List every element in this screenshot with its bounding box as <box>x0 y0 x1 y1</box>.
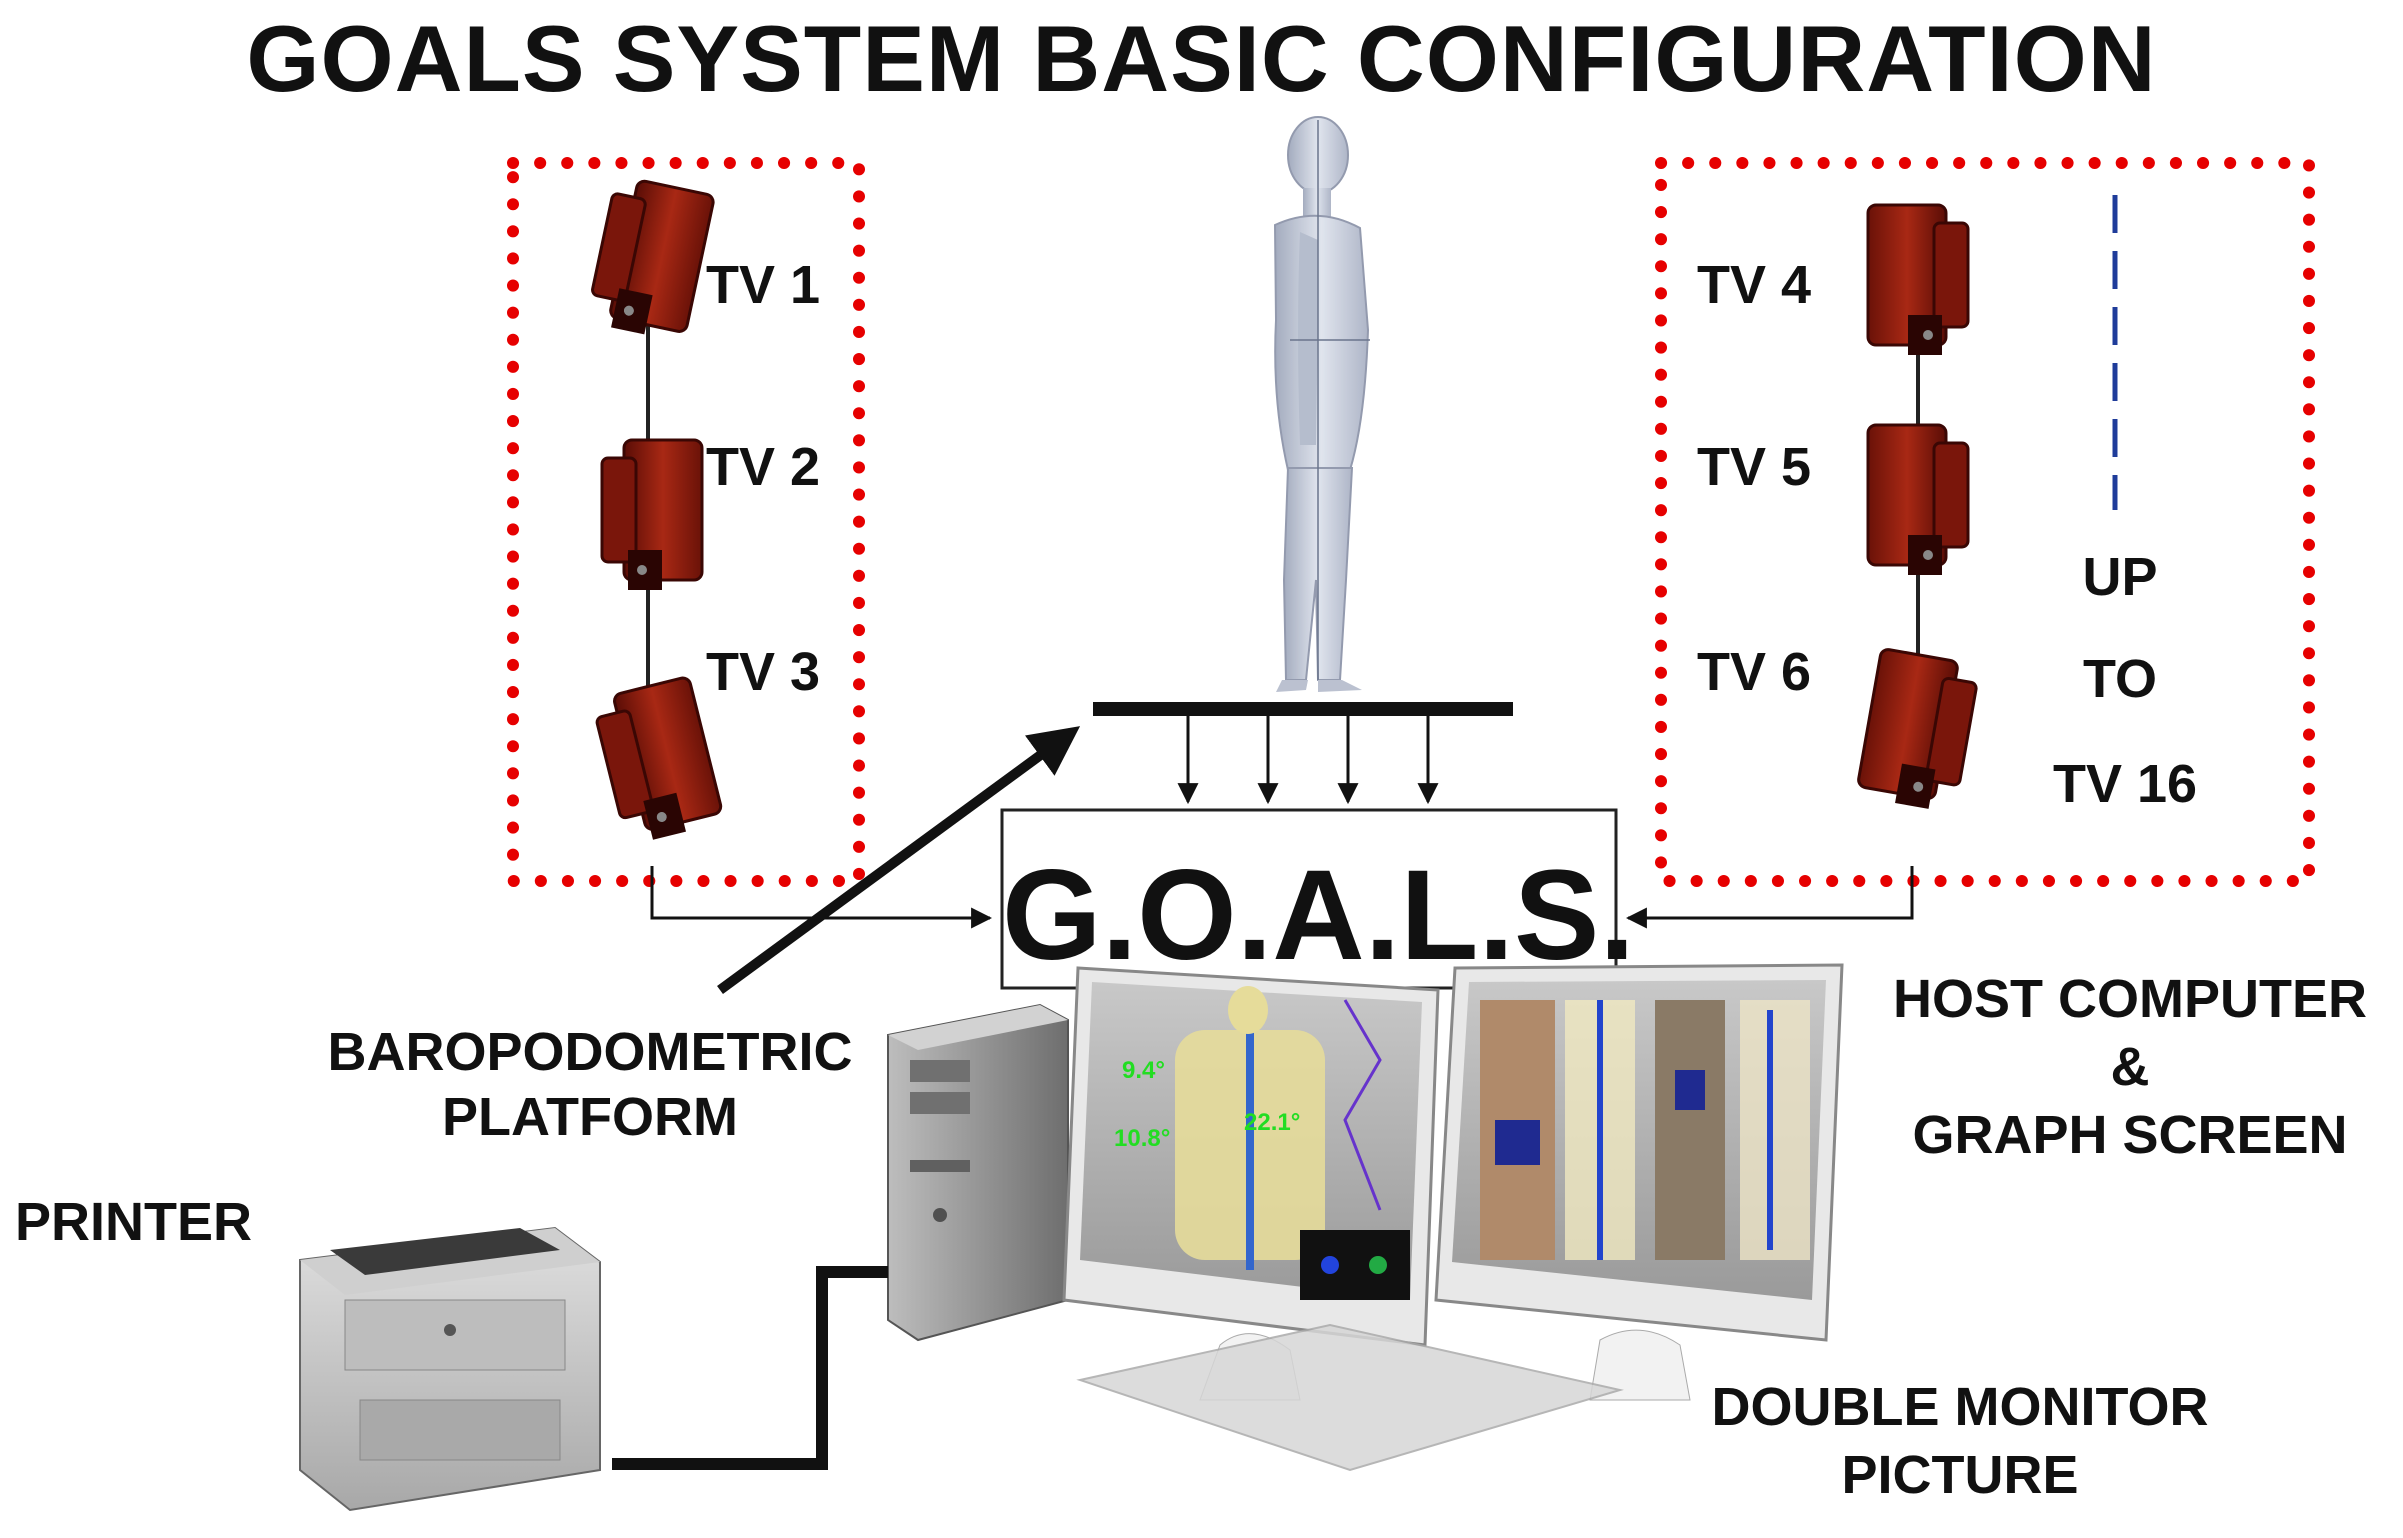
diagram-title: GOALS SYSTEM BASIC CONFIGURATION <box>246 6 2157 111</box>
host-label-line2: & <box>2110 1037 2150 1097</box>
camera-label-tv1: TV 1 <box>706 255 821 315</box>
goals-label: G.O.A.L.S. <box>1002 844 1635 987</box>
expansion-note-up: UP <box>2082 547 2158 607</box>
left-cameras-connection <box>650 866 993 929</box>
screen-value-2: 22.1° <box>1244 1109 1300 1136</box>
camera-label-tv3: TV 3 <box>706 642 821 702</box>
host-label-line1: HOST COMPUTER <box>1892 969 2367 1029</box>
human-figure-icon <box>1273 116 1370 692</box>
camera-label-tv4: TV 4 <box>1697 255 1812 315</box>
printer-icon <box>299 1226 601 1512</box>
right-group-dotted-border <box>1655 157 2315 887</box>
right-cameras-connection <box>1625 866 1914 929</box>
left-group-dotted-border <box>507 157 865 887</box>
camera-tv5-icon <box>1866 423 1970 575</box>
camera-tv2-icon <box>600 438 704 590</box>
platform-label-line1: BAROPODOMETRIC <box>327 1022 853 1082</box>
goals-box <box>1000 808 1618 990</box>
printer-cable <box>612 1266 888 1470</box>
camera-tv3-icon <box>595 676 723 840</box>
camera-label-tv2: TV 2 <box>706 437 821 497</box>
expansion-note-tv16: TV 16 <box>2052 754 2198 814</box>
platform-pointer-arrow <box>717 726 1081 995</box>
screen-value-3: 10.8° <box>1114 1125 1170 1152</box>
screen-value-1: 9.4° <box>1122 1057 1165 1084</box>
camera-tv1-icon <box>591 179 715 335</box>
keyboard-icon <box>1076 1323 1624 1472</box>
computer-tower-icon <box>887 1003 1069 1342</box>
expansion-note-to: TO <box>2082 649 2157 709</box>
camera-label-tv5: TV 5 <box>1697 437 1812 497</box>
left-camera-group <box>507 157 865 887</box>
platform-label-line2: PLATFORM <box>442 1087 738 1147</box>
left-monitor-icon <box>1062 966 1440 1401</box>
camera-tv4-icon <box>1866 203 1970 355</box>
host-label-line3: GRAPH SCREEN <box>1912 1105 2348 1165</box>
platform-signal-arrows <box>1177 716 1439 805</box>
right-camera-group <box>1655 157 2315 887</box>
camera-tv6-icon <box>1857 648 1978 809</box>
camera-label-tv6: TV 6 <box>1697 642 1812 702</box>
baropodometric-platform <box>1093 702 1513 716</box>
monitor-label-line1: DOUBLE MONITOR <box>1711 1377 2209 1437</box>
right-monitor-icon <box>1434 963 1844 1401</box>
monitor-label-line2: PICTURE <box>1841 1445 2079 1505</box>
printer-label: PRINTER <box>15 1192 253 1252</box>
